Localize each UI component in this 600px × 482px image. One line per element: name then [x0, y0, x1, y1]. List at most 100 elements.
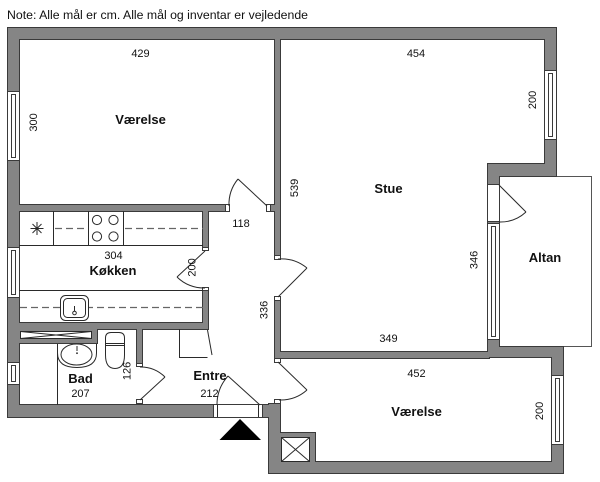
door-swing-arc: [216, 375, 229, 406]
window-pane: [491, 226, 496, 337]
door-jamb: [225, 204, 230, 212]
exterior-wall: [269, 462, 563, 473]
kitchen-counter-upper: [19, 211, 203, 246]
window-frame: [7, 247, 20, 298]
dimension-label: 200: [527, 91, 539, 109]
dimension-label: 539: [289, 179, 301, 197]
washbasin-drain: [76, 352, 78, 355]
interior-wall: [275, 39, 280, 255]
toilet-outline: [105, 332, 125, 370]
dimension-label: 346: [469, 251, 481, 269]
door-balcony: [487, 184, 527, 223]
door-threshold: [213, 404, 263, 418]
window-frame: [551, 375, 564, 445]
wardrobe: [179, 329, 213, 358]
interior-wall: [275, 301, 280, 358]
dimension-label: 200: [187, 258, 199, 276]
dimension-label: 207: [71, 388, 89, 400]
dimension-label: 300: [28, 113, 40, 131]
door-opening: [487, 184, 500, 222]
dimension-label: 200: [534, 402, 546, 420]
door-bathroom: [136, 363, 166, 404]
door-jamb: [202, 287, 209, 291]
room-name: Køkken: [90, 263, 137, 278]
room-name: Værelse: [391, 404, 442, 419]
door-jamb: [266, 204, 271, 212]
door-leaf: [237, 178, 268, 207]
interior-wall: [203, 211, 208, 247]
balcony-outline: [499, 176, 592, 347]
dimension-label: 336: [259, 301, 271, 319]
dimension-label: 126: [122, 362, 134, 380]
exterior-wall: [8, 28, 19, 417]
exterior-wall: [8, 405, 213, 417]
interior-wall: [19, 323, 208, 329]
door-jamb: [274, 255, 281, 260]
window-frame: [544, 70, 557, 140]
wardrobe-door: [207, 329, 213, 356]
exterior-wall: [269, 404, 280, 473]
door-swing-arc: [277, 258, 308, 269]
burner-icon: [91, 231, 103, 242]
kitchen-counter-lower: [19, 290, 203, 309]
door-jamb: [274, 296, 281, 301]
burner-icon: [108, 214, 119, 226]
window-pane: [11, 250, 16, 295]
washbasin-bowl: [60, 343, 93, 366]
note-text: Note: Alle mål er cm. Alle mål og invent…: [7, 8, 308, 22]
door-swing-arc: [498, 211, 527, 223]
stove-icon: [88, 211, 124, 245]
interior-wall: [137, 329, 142, 363]
room-name: Altan: [529, 250, 562, 265]
dimension-label: 452: [407, 368, 425, 380]
window-stue-east: [544, 70, 557, 140]
door-leaf: [277, 267, 308, 298]
door-swing-arc: [278, 389, 308, 401]
fridge-asterisk-icon: [30, 222, 44, 235]
sink-drain: [72, 310, 77, 316]
wardrobe-outline: [179, 329, 208, 358]
door-leaf: [498, 184, 527, 213]
room-name: Bad: [68, 371, 93, 386]
door-swing-arc: [228, 178, 239, 207]
window-vaerelse-north: [7, 91, 20, 161]
room-name: Værelse: [115, 112, 166, 127]
walls: [8, 28, 563, 473]
window-frame: [487, 223, 500, 340]
sink-basin: [63, 298, 86, 318]
kitchen-sink-icon: [60, 295, 89, 321]
interior-wall: [270, 205, 276, 211]
room-name: Stue: [374, 181, 402, 196]
dimension-label: 454: [407, 48, 425, 60]
washbasin-rim: [57, 344, 97, 369]
door-vaerelse-north: [225, 178, 271, 212]
door-leaf: [277, 361, 308, 391]
shaft-icon: [281, 437, 310, 462]
door-leaf: [139, 376, 166, 401]
room-name: Entre: [193, 368, 226, 383]
window-kitchen: [7, 247, 20, 298]
window-vaerelse-south: [551, 375, 564, 445]
dimension-label: 212: [200, 388, 218, 400]
door-leaf: [176, 250, 206, 278]
toilet-icon: [105, 332, 125, 370]
door-jamb: [136, 399, 143, 404]
ventilation-duct-icon: [20, 331, 92, 339]
door-jamb: [136, 363, 143, 367]
dimension-label: 429: [131, 48, 149, 60]
door-kitchen: [176, 247, 209, 291]
shaft-cross: [281, 437, 310, 462]
window-frame: [7, 362, 20, 385]
dimension-label: 304: [104, 250, 122, 262]
window-frame: [7, 91, 20, 161]
door-leaf: [227, 375, 261, 406]
door-jamb: [202, 247, 209, 251]
door-swing-arc: [176, 276, 206, 289]
door-jamb: [274, 399, 281, 404]
window-pane: [11, 365, 16, 382]
window-pane: [11, 94, 16, 158]
interior-wall: [203, 291, 208, 329]
interior-wall: [275, 352, 489, 358]
